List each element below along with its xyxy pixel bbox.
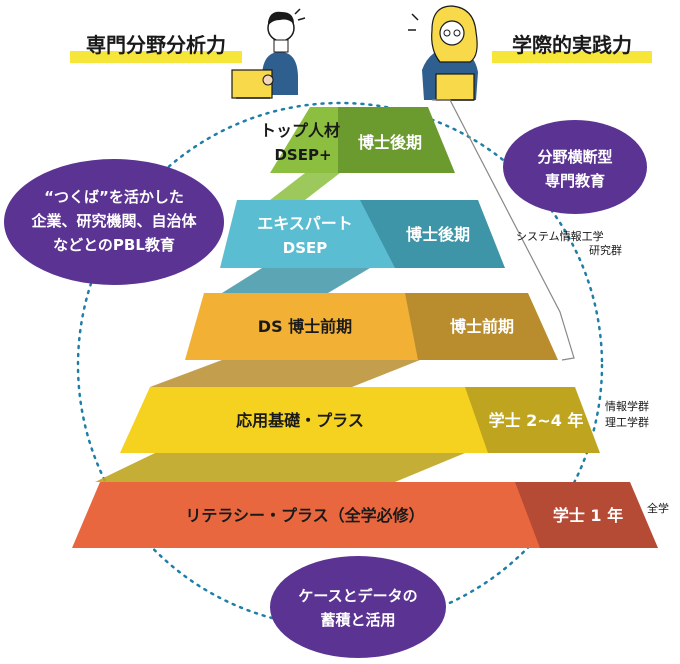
tier-expert-label-1: エキスパート [257, 214, 353, 233]
bracket-system-graduate [432, 99, 575, 361]
bubble-case-data: ケースとデータの 蓄積と活用 [270, 556, 446, 658]
bubble-cross-disciplinary-line1: 分野横断型 [537, 148, 612, 166]
tier-literacy-label: リテラシー・プラス（全学必修） [185, 506, 424, 525]
note-system-line1: システム情報工学 [516, 229, 604, 243]
tier-ds-masters-level: 博士前期 [450, 317, 514, 336]
tier-ds-masters: DS 博士前期 博士前期 [185, 293, 558, 360]
tier-applied-basics-level: 学士 2~4 年 [489, 411, 584, 430]
ribbon-tier1-tier2 [270, 173, 340, 200]
tier-top-talent-label-1: トップ人材 [260, 121, 340, 140]
tier-applied-basics-label: 応用基礎・プラス [236, 411, 364, 430]
tier-top-talent-level: 博士後期 [358, 133, 422, 152]
tier-applied-basics-main [120, 387, 490, 453]
tier-top-talent-main [270, 107, 345, 173]
bubble-pbl-line3: などとのPBL教育 [53, 236, 175, 254]
header-left-label: 専門分野分析力 [86, 33, 226, 57]
bubble-pbl-line1: “つくば”を活かした [44, 188, 184, 206]
bubble-cross-disciplinary-line2: 専門教育 [545, 172, 605, 190]
tier-literacy-side [515, 482, 658, 548]
header-left-band [70, 51, 242, 63]
tier-literacy: リテラシー・プラス（全学必修） 学士 1 年 [72, 482, 658, 548]
bubble-pbl-education: “つくば”を活かした 企業、研究機関、自治体 などとのPBL教育 [4, 159, 224, 285]
person-analyst-icon [231, 8, 306, 99]
tier-ds-masters-main [185, 293, 420, 360]
tier-expert-side [360, 200, 505, 268]
tier-literacy-level: 学士 1 年 [553, 506, 623, 525]
tier-top-talent-label-2: DSEP+ [274, 146, 331, 164]
bubble-case-data-line1: ケースとデータの [298, 587, 417, 605]
tier-top-talent: トップ人材 DSEP+ 博士後期 [260, 107, 455, 173]
bubble-pbl-line2: 企業、研究機関、自治体 [30, 212, 197, 230]
tier-top-talent-side [338, 107, 455, 173]
tier-expert-label-2: DSEP [283, 239, 328, 257]
ribbon-tier3-tier4 [150, 360, 420, 387]
header-right-band [492, 51, 652, 63]
tier-applied-basics: 応用基礎・プラス 学士 2~4 年 [120, 387, 600, 453]
tier-expert-level: 博士後期 [406, 225, 470, 244]
tier-literacy-main [72, 482, 545, 548]
note-all-university: 全学 [647, 501, 669, 515]
note-system-line2: 研究群 [589, 243, 622, 257]
tier-expert-main [220, 200, 398, 268]
note-schools-line2: 理工学群 [605, 415, 649, 429]
ribbon-tier4-tier5 [95, 453, 465, 482]
tier-expert: エキスパート DSEP 博士後期 [220, 200, 505, 268]
bubble-case-data-line2: 蓄積と活用 [320, 611, 395, 629]
header-right-label: 学際的実践力 [512, 33, 632, 57]
tier-applied-basics-side [465, 387, 600, 453]
tier-ds-masters-label: DS 博士前期 [258, 317, 352, 336]
note-schools-line1: 情報学群 [605, 399, 649, 413]
ribbon-tier2-tier3 [222, 268, 370, 293]
bubble-cross-disciplinary: 分野横断型 専門教育 [503, 120, 647, 214]
tier-ds-masters-side [405, 293, 558, 360]
cycle-dotted-ring [76, 101, 604, 629]
person-practitioner-icon [408, 5, 478, 101]
